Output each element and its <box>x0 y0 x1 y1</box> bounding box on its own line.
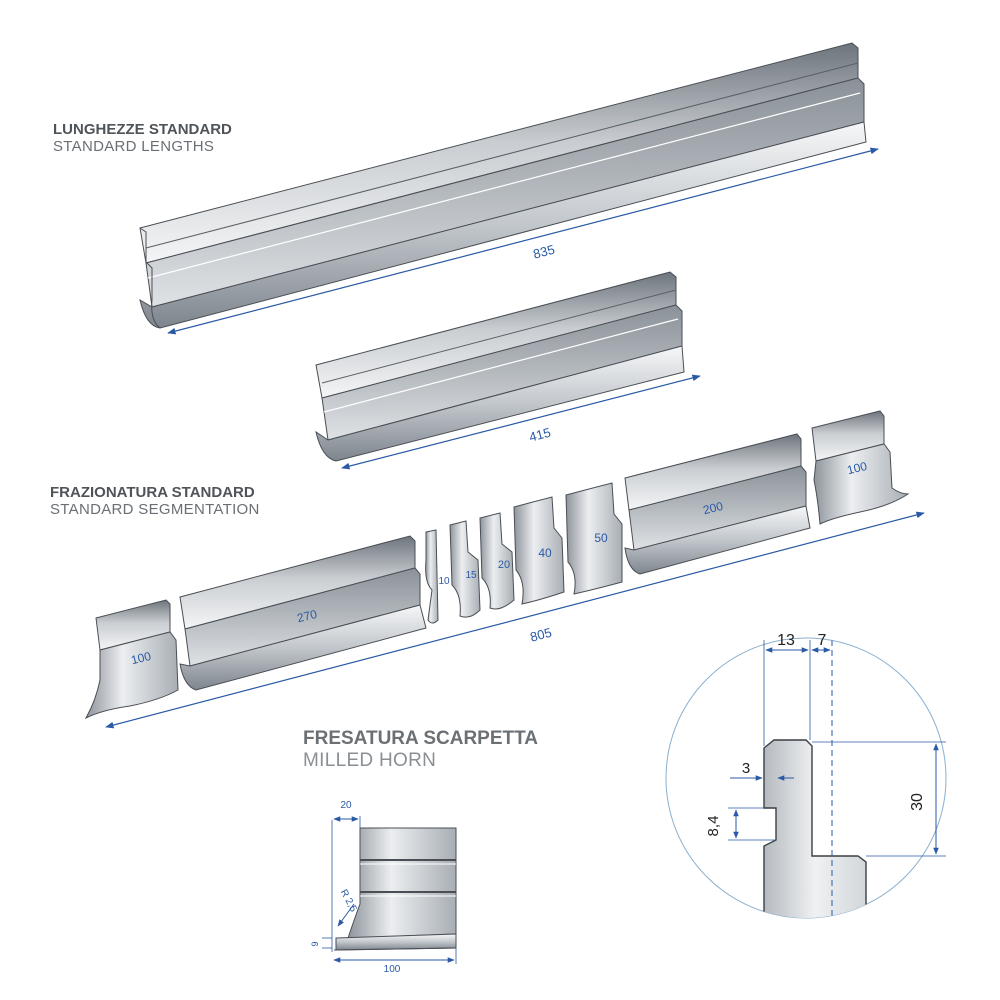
dimension-horn-radius: R 2,5 <box>338 888 359 915</box>
segment-label: 50 <box>594 531 608 545</box>
segment-label: 15 <box>465 570 477 581</box>
dimension-13: 13 <box>777 632 795 649</box>
long-bar-835 <box>139 42 867 329</box>
profile-detail <box>665 637 947 919</box>
dimension-horn-height: 9 <box>310 941 320 946</box>
segment-label: 100 <box>846 459 869 478</box>
segment-label: 40 <box>538 546 552 560</box>
title-en: MILLED HORN <box>303 749 437 771</box>
dimension-7: 7 <box>818 632 827 649</box>
dimension-8-4: 8,4 <box>705 816 722 837</box>
dimension-3: 3 <box>742 760 750 777</box>
segment-10 <box>425 529 439 624</box>
dimension-horn-width: 100 <box>384 964 401 975</box>
title-it: FRESATURA SCARPETTA <box>303 728 539 749</box>
dimension-835: 835 <box>531 242 556 262</box>
short-bar-415 <box>315 271 685 462</box>
title-it: LUNGHEZZE STANDARD <box>53 121 232 138</box>
dimension-horn-top: 20 <box>340 800 352 811</box>
title-it: FRAZIONATURA STANDARD <box>50 484 255 501</box>
dimension-415: 415 <box>527 425 552 445</box>
dimension-805: 805 <box>528 625 553 645</box>
heading-milled-horn: FRESATURA SCARPETTA MILLED HORN <box>303 728 538 772</box>
segment-100-right <box>811 410 910 525</box>
dimension-30: 30 <box>909 793 926 811</box>
milled-horn-drawing <box>333 827 457 951</box>
segment-label: 10 <box>438 576 450 587</box>
segment-label: 20 <box>498 559 510 571</box>
